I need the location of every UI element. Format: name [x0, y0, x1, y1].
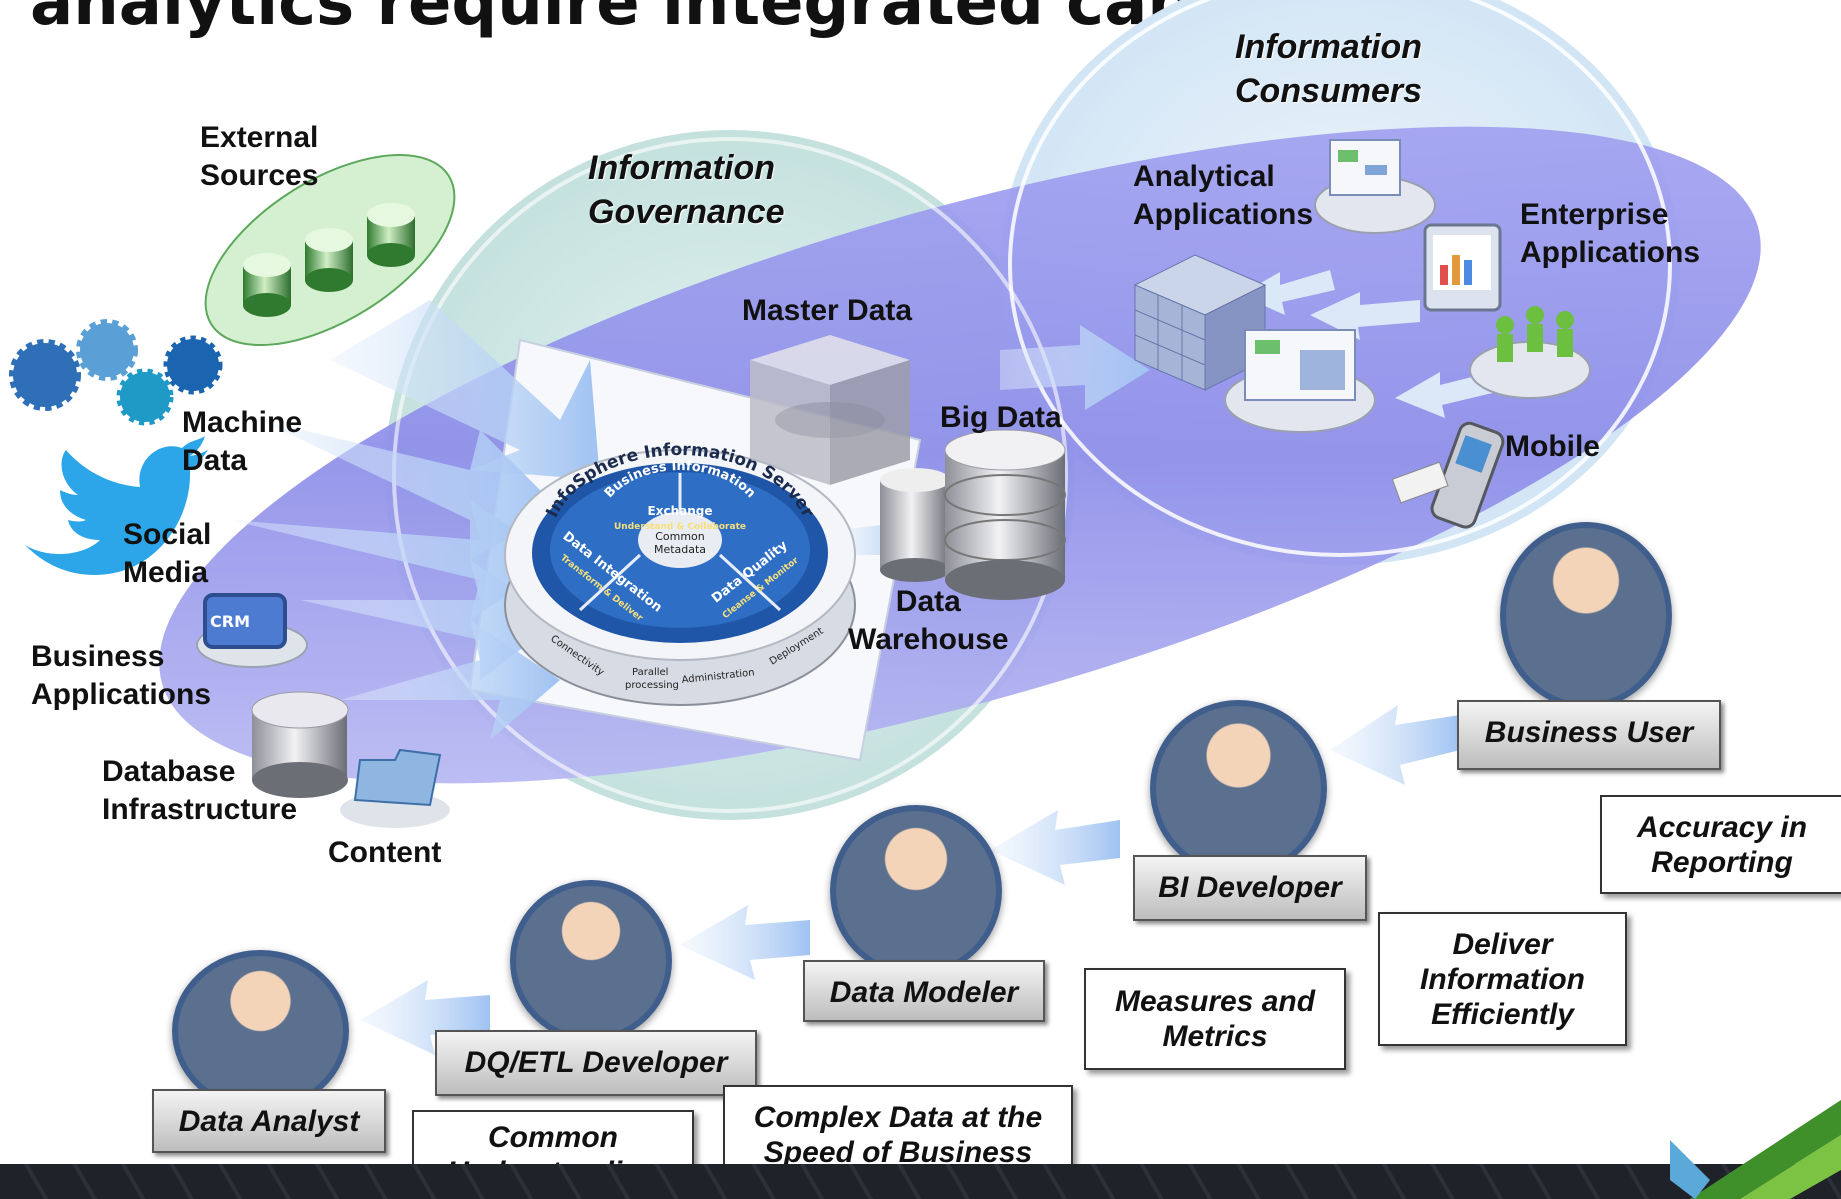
- arrow-database: [340, 620, 560, 740]
- enterprise-people-disc: [1469, 306, 1591, 399]
- dq-etl-developer-role: DQ/ETL Developer: [435, 1030, 757, 1096]
- big-data-cylinders: [880, 429, 1066, 600]
- data-modeler-role: Data Modeler: [803, 960, 1045, 1022]
- arrow-to-consumers: [1000, 325, 1150, 410]
- crm-label: CRM: [210, 612, 250, 631]
- arrow-external: [330, 300, 600, 480]
- arrow-modeler: [680, 905, 810, 980]
- content-label: Content: [328, 836, 442, 869]
- dashboard-disc: [1224, 329, 1376, 433]
- brand-stripes-logo: [1670, 1100, 1841, 1199]
- bi-developer-avatar: [1150, 700, 1327, 877]
- business-user-role: Business User: [1457, 700, 1721, 770]
- business-user-avatar: [1500, 522, 1672, 709]
- server-center-label: Common: [655, 530, 705, 543]
- arrow-bi-dev: [990, 810, 1120, 885]
- data-analyst-role: Data Analyst: [152, 1089, 386, 1153]
- database-cylinder-icon: [251, 691, 349, 798]
- infosphere-server-disc: InfoSphere Information Server Business I…: [504, 440, 856, 706]
- master-data-label: Master Data: [742, 294, 913, 327]
- big-data-label: Big Data: [940, 401, 1062, 434]
- dq-etl-developer-avatar: [510, 880, 672, 1042]
- arrow-dq: [360, 980, 490, 1055]
- arrow-business-user: [1330, 705, 1460, 785]
- crm-monitor-icon: [196, 593, 308, 668]
- mobile-device-icon: [1391, 421, 1505, 529]
- master-data-cube: [750, 335, 910, 485]
- server-top-sub: Exchange: [648, 504, 713, 518]
- svg-text:processing: processing: [625, 680, 679, 691]
- svg-text:Metadata: Metadata: [654, 543, 706, 556]
- footer-bar: [0, 1164, 1841, 1199]
- green-cylinders: [243, 203, 415, 317]
- data-modeler-avatar: [830, 805, 1002, 977]
- analytical-app-disc: [1314, 139, 1436, 234]
- content-folder-icon: [340, 748, 450, 828]
- mobile-label: Mobile: [1505, 430, 1600, 463]
- bi-developer-role: BI Developer: [1133, 855, 1367, 921]
- twitter-bird-icon: [25, 436, 208, 575]
- svg-text:Understand & Collaborate: Understand & Collaborate: [614, 522, 746, 532]
- base-parallel: Parallel: [632, 667, 668, 678]
- gear-icons: [9, 319, 223, 426]
- enterprise-monitor-icon: [1423, 223, 1502, 312]
- data-analyst-avatar: [172, 950, 349, 1112]
